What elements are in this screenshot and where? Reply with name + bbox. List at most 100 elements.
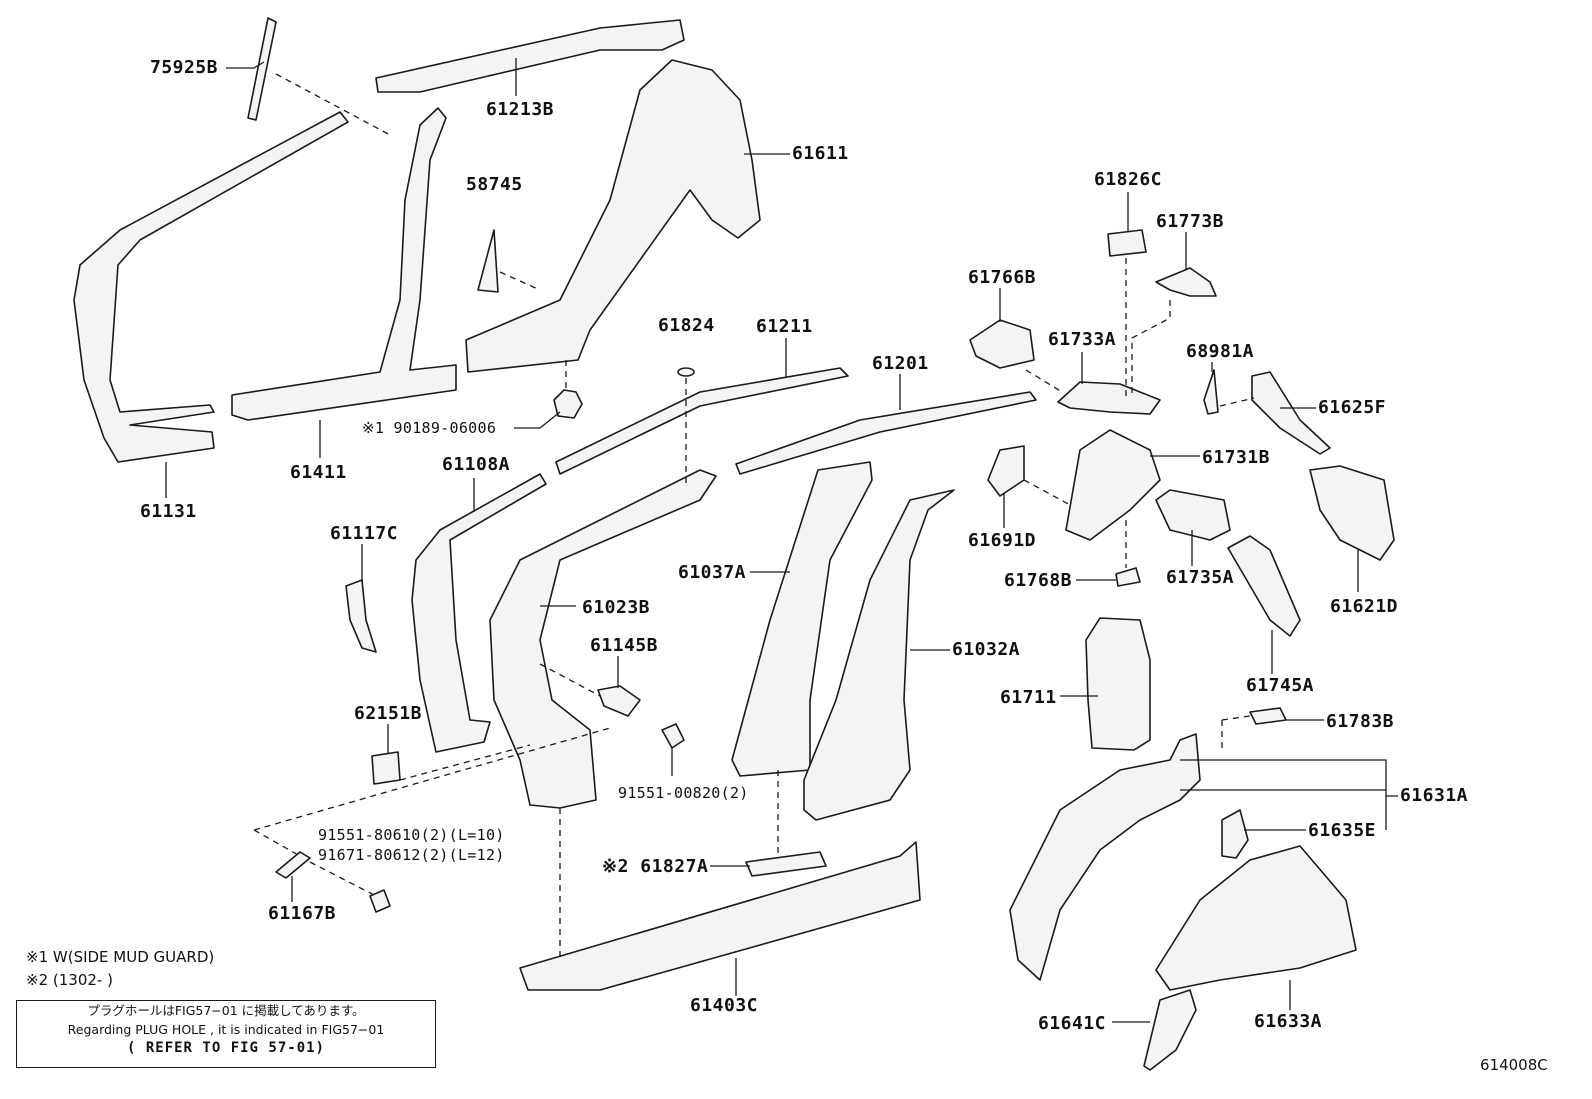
dash-61691d [1023, 479, 1073, 507]
label-61167b: 61167B [268, 903, 337, 924]
part-61167b-shape [275, 851, 311, 879]
footnote-1: ※1 W(SIDE MUD GUARD) [26, 948, 215, 966]
label-61023b: 61023B [582, 597, 651, 618]
figure-code: 614008C [1480, 1056, 1548, 1074]
part-61201-shape [735, 391, 1037, 475]
label-61766b: 61766B [968, 267, 1037, 288]
part-62151b-shape [371, 751, 401, 785]
part-61131-shape [73, 111, 349, 463]
part-61211-shape [555, 367, 849, 475]
part-61633a-shape [1155, 845, 1357, 991]
footnote-2: ※2 (1302- ) [26, 971, 113, 989]
label-61621d: 61621D [1330, 596, 1399, 617]
part-90189-clip-shape [553, 389, 583, 419]
label-61611: 61611 [792, 143, 849, 164]
part-61735a-shape [1155, 489, 1231, 541]
dash-61766b [1025, 369, 1063, 393]
part-61032a-shape [803, 489, 955, 821]
label-61826c: 61826C [1094, 169, 1163, 190]
part-61411-shape [231, 107, 457, 421]
label-61211: 61211 [756, 316, 813, 337]
leader-61631a [1180, 759, 1398, 830]
label-61783b: 61783B [1326, 711, 1395, 732]
dash-68981a [1219, 397, 1255, 407]
label-61411: 61411 [290, 462, 347, 483]
label-61117c: 61117C [330, 523, 399, 544]
dash-61145b [539, 663, 601, 697]
part-61611-shape [465, 59, 761, 373]
part-61635e-shape [1221, 809, 1249, 859]
label-75925b: 75925B [150, 57, 219, 78]
part-61037a-shape [731, 461, 873, 777]
label-62151b: 62151B [354, 703, 423, 724]
part-61745a-shape [1227, 535, 1301, 637]
label-61733a: 61733A [1048, 329, 1117, 350]
label-58745: 58745 [466, 174, 523, 195]
part-91551-00820-shape [661, 723, 685, 749]
plug-hole-notice: プラグホールはFIG57−01 に掲載してあります。 Regarding PLU… [16, 1000, 436, 1068]
label-91671-80612: 91671-80612(2)(L=12) [318, 846, 505, 864]
label-61691d: 61691D [968, 530, 1037, 551]
dash-58745 [499, 271, 541, 291]
label-91551-00820: 91551-00820(2) [618, 784, 749, 802]
label-61633a: 61633A [1254, 1011, 1323, 1032]
leader-90189 [514, 411, 561, 429]
label-61032a: 61032A [952, 639, 1021, 660]
part-58745-shape [477, 229, 499, 293]
label-61711: 61711 [1000, 687, 1057, 708]
part-61403c-shape [519, 841, 921, 991]
label-61037a: 61037A [678, 562, 747, 583]
part-61773b-shape [1155, 267, 1217, 297]
plug-notice-english: Regarding PLUG HOLE , it is indicated in… [67, 1022, 385, 1037]
part-61641c-shape [1143, 989, 1197, 1071]
part-75925b-shape [247, 17, 277, 121]
part-61023b-shape [489, 469, 717, 809]
plug-notice-japanese: プラグホールはFIG57−01 に掲載してあります。 [87, 1003, 365, 1018]
label-61824: 61824 [658, 315, 715, 336]
part-61733a-shape [1057, 381, 1161, 415]
dash-62151b [399, 744, 531, 781]
part-61783b-shape [1249, 707, 1287, 725]
part-61145b-shape [597, 685, 641, 717]
label-61768b: 61768B [1004, 570, 1073, 591]
dash-61783b [1221, 715, 1251, 750]
part-61827a-shape [745, 851, 827, 877]
label-61735a: 61735A [1166, 567, 1235, 588]
label-90189-06006: ※1 90189-06006 [362, 419, 497, 437]
dash-61773b [1131, 300, 1171, 394]
part-68981a-shape [1203, 369, 1219, 415]
part-61711-shape [1085, 617, 1151, 751]
part-61766b-shape [969, 319, 1035, 369]
label-91551-80610: 91551-80610(2)(L=10) [318, 826, 505, 844]
part-61826c-shape [1107, 229, 1147, 257]
label-61641c: 61641C [1038, 1013, 1107, 1034]
part-61213b-shape [375, 19, 685, 93]
part-61117c-shape [345, 579, 377, 653]
label-61108a: 61108A [442, 454, 511, 475]
part-61621d-shape [1309, 465, 1395, 561]
part-61631a-shape [1009, 733, 1201, 981]
label-61145b: 61145B [590, 635, 659, 656]
label-61403c: 61403C [690, 995, 759, 1016]
part-61731b-shape [1065, 429, 1161, 541]
plug-notice-refer: ( REFER TO FIG 57-01) [126, 1040, 325, 1056]
dash-61167b [253, 727, 611, 857]
label-61773b: 61773B [1156, 211, 1225, 232]
part-61108a-shape [411, 473, 547, 753]
label-61131: 61131 [140, 501, 197, 522]
label-61201: 61201 [872, 353, 929, 374]
part-91551-80610-shape [369, 889, 391, 913]
label-68981a: 68981A [1186, 341, 1255, 362]
label-61745a: 61745A [1246, 675, 1315, 696]
label-61635e: 61635E [1308, 820, 1377, 841]
label-61213b: 61213B [486, 99, 555, 120]
label-61827a: ※2 61827A [602, 856, 709, 877]
dash-bolt [309, 861, 377, 897]
part-61768b-shape [1115, 567, 1141, 587]
label-61625f: 61625F [1318, 397, 1387, 418]
label-61631a: 61631A [1400, 785, 1469, 806]
part-61824-shape [677, 367, 695, 377]
part-61625f-shape [1251, 371, 1331, 455]
